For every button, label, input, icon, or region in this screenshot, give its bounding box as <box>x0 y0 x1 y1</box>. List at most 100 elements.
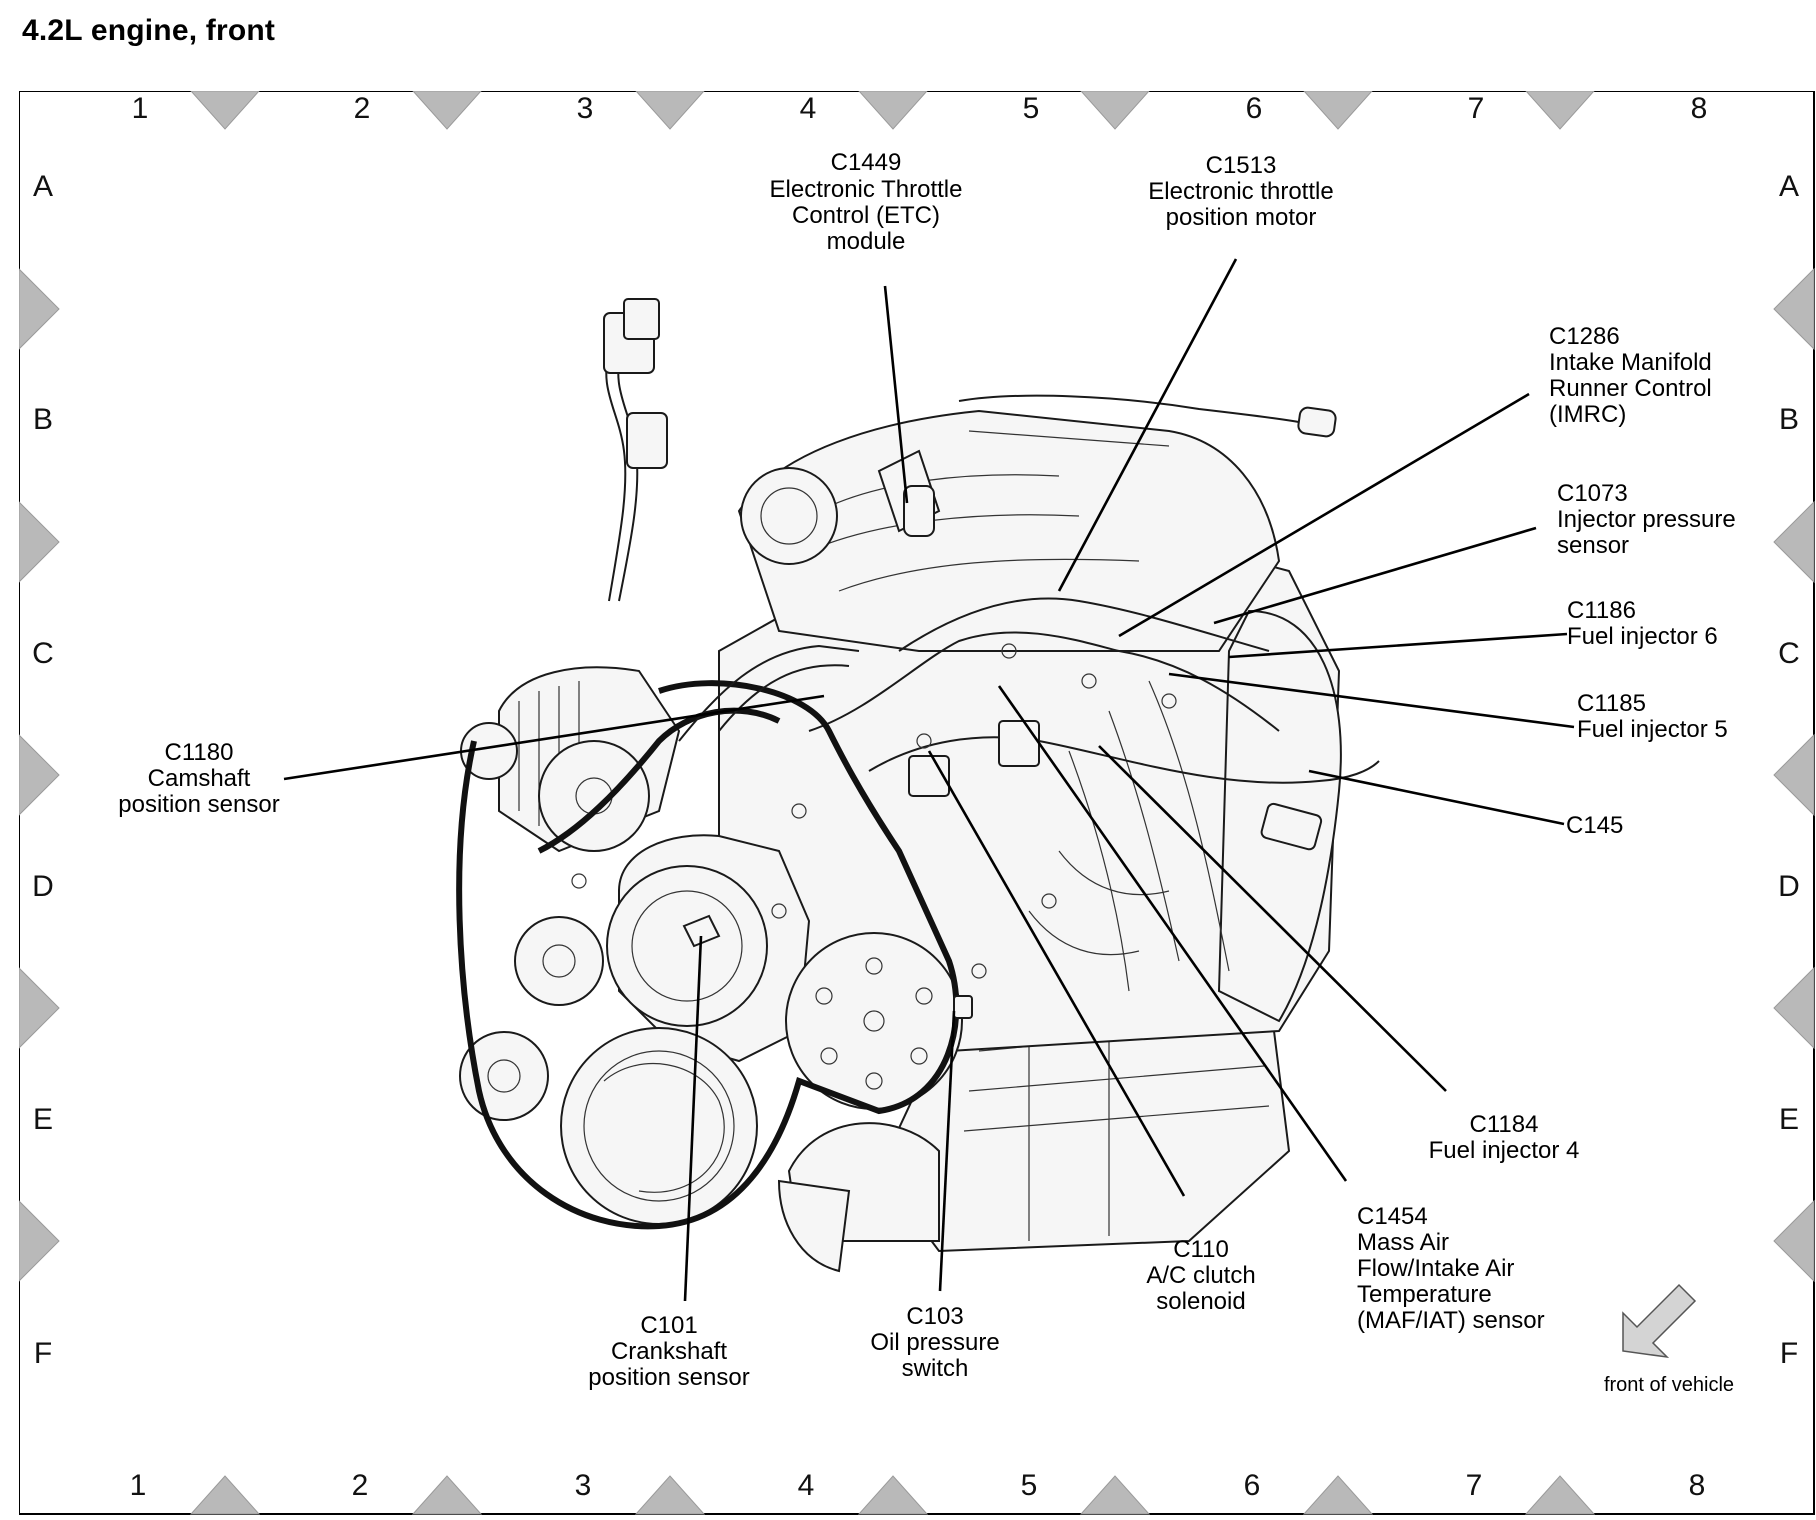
label-line: Oil pressure <box>870 1329 999 1356</box>
col-label: 5 <box>1023 92 1040 125</box>
crankshaft-pulley <box>560 1027 758 1225</box>
label-line: Temperature <box>1357 1281 1492 1308</box>
label-line: position sensor <box>118 791 279 818</box>
row-label: D <box>1778 870 1800 903</box>
label-line: solenoid <box>1156 1288 1245 1315</box>
label-line: Crankshaft <box>611 1338 727 1365</box>
col-label: 8 <box>1689 1469 1706 1502</box>
leader-lines <box>283 258 1575 1302</box>
label-line: C1286 <box>1549 323 1620 350</box>
label-line: switch <box>902 1355 969 1382</box>
label-line: Flow/Intake Air <box>1357 1255 1514 1282</box>
col-label: 4 <box>798 1469 815 1502</box>
leader-c103 <box>938 1010 956 1292</box>
col-label: 2 <box>354 92 371 125</box>
crankcase-vent-hose <box>958 394 1320 427</box>
label-line: C103 <box>906 1303 963 1330</box>
leader-c1186 <box>1228 632 1568 659</box>
connector-label-c1180: C1180 Camshaft position sensor <box>118 739 279 818</box>
label-line: Fuel injector 5 <box>1577 716 1728 743</box>
label-line: C145 <box>1566 812 1623 839</box>
label-line: C1073 <box>1557 480 1628 507</box>
label-line: position sensor <box>588 1364 749 1391</box>
row-label: B <box>33 403 53 436</box>
page-title: 4.2L engine, front <box>22 14 276 47</box>
right-grid-markers <box>1773 267 1815 1283</box>
col-label: 6 <box>1246 92 1263 125</box>
water-pump-pulley <box>606 865 768 1027</box>
label-line: A/C clutch <box>1146 1262 1255 1289</box>
row-label: A <box>33 170 53 203</box>
col-label: 1 <box>132 92 149 125</box>
connector-label-c1454: C1454 Mass Air Flow/Intake Air Temperatu… <box>1357 1203 1545 1334</box>
label-line: Runner Control <box>1549 375 1712 402</box>
label-line: C1513 <box>1206 152 1277 179</box>
row-label: D <box>32 870 54 903</box>
leader-c1513 <box>1057 258 1238 592</box>
col-label: 7 <box>1466 1469 1483 1502</box>
harness-upper <box>605 350 627 602</box>
c145-connector <box>1260 802 1323 851</box>
col-label: 4 <box>800 92 817 125</box>
connector-label-c1184: C1184 Fuel injector 4 <box>1429 1111 1580 1164</box>
connector-label-c1513: C1513 Electronic throttle position motor <box>1148 152 1333 231</box>
label-line: position motor <box>1166 204 1317 231</box>
row-label: E <box>33 1103 53 1136</box>
leader-c1185 <box>1168 672 1575 729</box>
label-line: C101 <box>640 1312 697 1339</box>
col-label: 7 <box>1468 92 1485 125</box>
label-line: (MAF/IAT) sensor <box>1357 1307 1545 1334</box>
label-line: C1180 <box>165 739 234 766</box>
label-line: Electronic Throttle <box>770 176 963 203</box>
col-label: 8 <box>1691 92 1708 125</box>
intake-manifold <box>737 409 1281 652</box>
row-label: C <box>32 637 54 670</box>
leader-c101 <box>683 935 703 1302</box>
label-line: C1186 <box>1567 597 1636 624</box>
leader-c110 <box>927 750 1186 1197</box>
column-labels-top: 1 2 3 4 5 6 7 8 <box>132 92 1708 125</box>
label-line: C1449 <box>831 149 902 176</box>
leader-c1073 <box>1213 526 1537 625</box>
engine-locator-diagram: 1 2 3 4 5 6 7 8 1 2 3 4 5 6 7 8 A B C D … <box>19 91 1815 1515</box>
connector-label-c101: C101 Crankshaft position sensor <box>588 1312 749 1391</box>
label-line: sensor <box>1557 532 1629 559</box>
leader-c145 <box>1308 769 1565 826</box>
col-label: 5 <box>1021 1469 1038 1502</box>
leader-c1184 <box>1098 745 1447 1092</box>
row-label: F <box>1780 1337 1798 1370</box>
bottom-grid-markers <box>189 1475 1596 1515</box>
connector-label-c110: C110 A/C clutch solenoid <box>1146 1236 1255 1315</box>
connector-label-c1186: C1186 Fuel injector 6 <box>1567 597 1718 650</box>
label-line: Electronic throttle <box>1148 178 1333 205</box>
label-line: C1185 <box>1577 690 1646 717</box>
col-label: 3 <box>575 1469 592 1502</box>
row-label: A <box>1779 170 1799 203</box>
leader-c1454 <box>997 685 1348 1182</box>
power-steering-pulley <box>785 932 963 1110</box>
label-line: (IMRC) <box>1549 401 1626 428</box>
arrow-down-left-icon <box>1622 1283 1697 1359</box>
connector-label-c1185: C1185 Fuel injector 5 <box>1577 690 1728 743</box>
row-label: E <box>1779 1103 1799 1136</box>
engine-illustration <box>456 298 1380 1273</box>
diagram-frame: 1 2 3 4 5 6 7 8 1 2 3 4 5 6 7 8 A B C D … <box>19 91 1815 1515</box>
connector-label-c1286: C1286 Intake Manifold Runner Control (IM… <box>1549 323 1712 428</box>
col-label: 2 <box>352 1469 369 1502</box>
top-grid-markers <box>190 91 1595 130</box>
row-label: C <box>1778 637 1800 670</box>
leader-c1286 <box>1118 392 1530 638</box>
label-line: C1184 <box>1470 1111 1539 1138</box>
connector-label-c145: C145 <box>1566 812 1623 839</box>
label-line: Camshaft <box>148 765 251 792</box>
idler-pulley <box>514 916 604 1006</box>
row-labels-right: A B C D E F <box>1778 170 1800 1370</box>
col-label: 6 <box>1244 1469 1261 1502</box>
col-label: 3 <box>577 92 594 125</box>
label-line: Fuel injector 6 <box>1567 623 1718 650</box>
orientation-label: front of vehicle <box>1604 1374 1734 1396</box>
label-line: Intake Manifold <box>1549 349 1712 376</box>
col-label: 1 <box>130 1469 147 1502</box>
leader-c1449 <box>883 285 909 504</box>
connector-label-c1449: C1449 Electronic Throttle Control (ETC) … <box>770 149 963 255</box>
